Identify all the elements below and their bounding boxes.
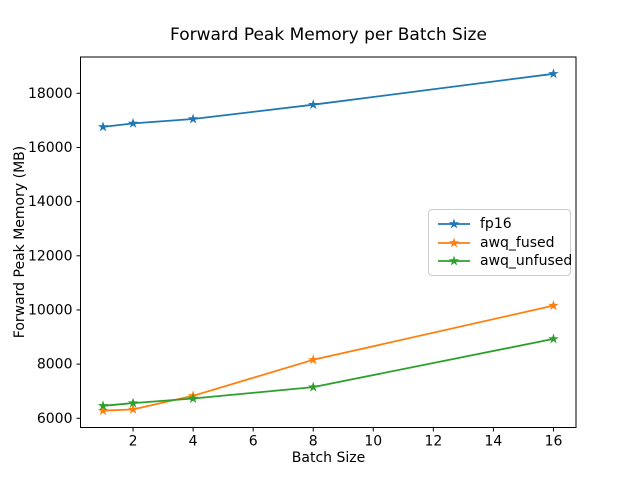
x-tick-label: 8 (309, 434, 318, 450)
x-axis-label: Batch Size (291, 450, 366, 466)
legend-item-fp16: fp16 (437, 217, 562, 231)
data-point-marker-fp16 (127, 117, 139, 128)
legend-label: fp16 (480, 215, 512, 232)
plot-frame (80, 56, 577, 428)
data-point-marker-fp16 (97, 121, 109, 132)
data-point-marker-awq_fused (97, 405, 109, 416)
x-tick-label: 14 (485, 434, 503, 450)
x-tick-label: 6 (249, 434, 258, 450)
series-line-fp16 (102, 72, 555, 128)
series-line-awq_fused (102, 304, 555, 412)
y-tick-label: 16000 (28, 140, 73, 156)
data-point-marker-awq_fused (548, 300, 559, 311)
legend-line-marker-icon (438, 218, 470, 229)
x-tick-label: 2 (129, 434, 138, 450)
data-point-marker-awq_fused (127, 403, 139, 414)
legend-item-awq_fused: awq_fused (437, 236, 562, 250)
x-tick-label: 16 (545, 434, 563, 450)
legend-line-marker-icon (438, 255, 470, 266)
data-point-marker-fp16 (308, 99, 319, 110)
x-tick-label: 12 (424, 434, 442, 450)
legend-label: awq_fused (480, 234, 555, 251)
x-tick-label: 4 (189, 434, 198, 450)
data-point-marker-awq_unfused (548, 333, 559, 344)
y-tick-label: 6000 (37, 411, 73, 427)
data-point-marker-awq_unfused (97, 400, 109, 411)
series-line-awq_unfused (102, 337, 555, 407)
y-tick-label: 12000 (28, 248, 73, 264)
data-point-marker-awq_unfused (308, 381, 319, 392)
legend-label: awq_unfused (480, 253, 573, 270)
y-tick-label: 14000 (28, 194, 73, 210)
data-point-marker-awq_unfused (187, 393, 199, 403)
legend: fp16 awq_fused awq_unfused (428, 209, 572, 276)
y-tick-label: 10000 (28, 302, 73, 318)
y-axis-label: Forward Peak Memory (MB) (12, 145, 28, 339)
data-point-marker-fp16 (548, 68, 559, 79)
legend-item-awq_unfused: awq_unfused (437, 254, 572, 268)
x-tick-label: 10 (364, 434, 382, 450)
y-tick-label: 8000 (37, 357, 73, 373)
data-point-marker-awq_fused (308, 354, 319, 365)
data-point-marker-awq_unfused (127, 397, 139, 408)
chart-title: Forward Peak Memory per Batch Size (170, 25, 487, 45)
data-point-marker-fp16 (187, 113, 199, 124)
legend-line-marker-icon (438, 237, 470, 247)
y-tick-label: 18000 (28, 86, 73, 102)
